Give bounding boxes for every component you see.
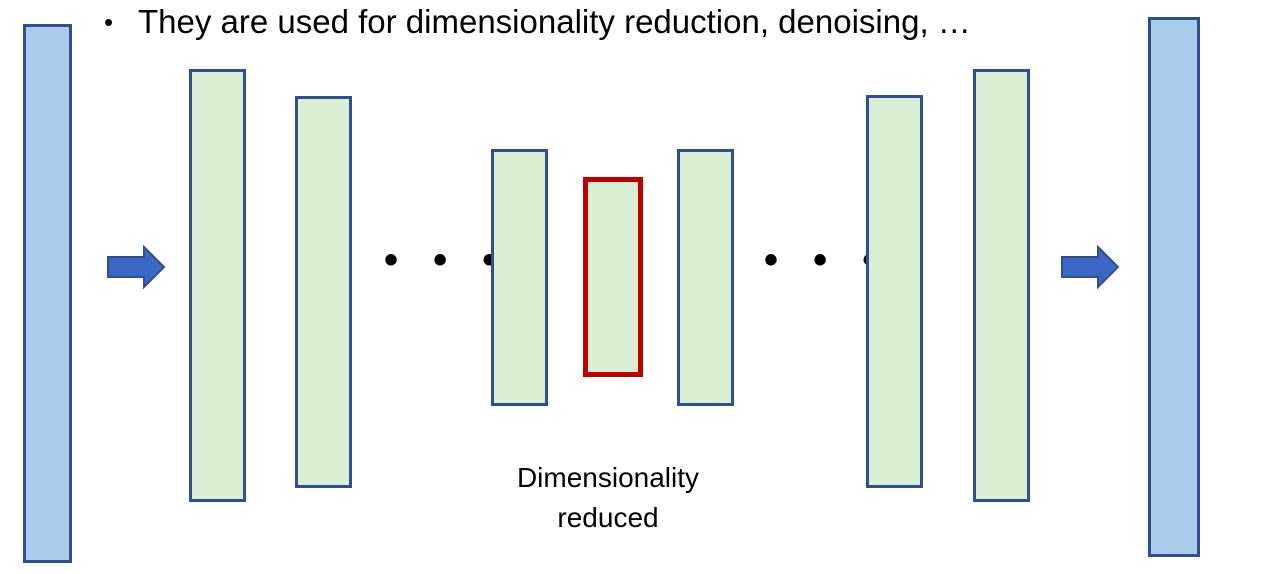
bullet-text: They are used for dimensionality reducti… [138,3,971,40]
decoder-ellipsis: • • • [764,238,889,282]
output-arrow-icon [1061,245,1120,289]
decoder-layer-3 [973,69,1030,502]
encoder-layer-last [491,149,548,406]
decoder-layer-first [677,149,734,406]
output-vector [1148,17,1200,557]
caption-line-2: reduced [557,502,659,533]
encoder-layer-2 [295,96,352,488]
caption-line-1: Dimensionality [516,462,700,493]
bottleneck-caption: Dimensionality reduced [468,458,748,538]
bottleneck-layer [583,177,643,377]
encoder-ellipsis: • • • [384,238,509,282]
bullet-point: • They are used for dimensionality reduct… [104,2,971,42]
input-vector [23,24,72,563]
encoder-layer-1 [189,69,246,502]
input-arrow-icon [107,245,166,289]
decoder-layer-2 [866,95,923,488]
bullet-marker: • [104,7,114,37]
